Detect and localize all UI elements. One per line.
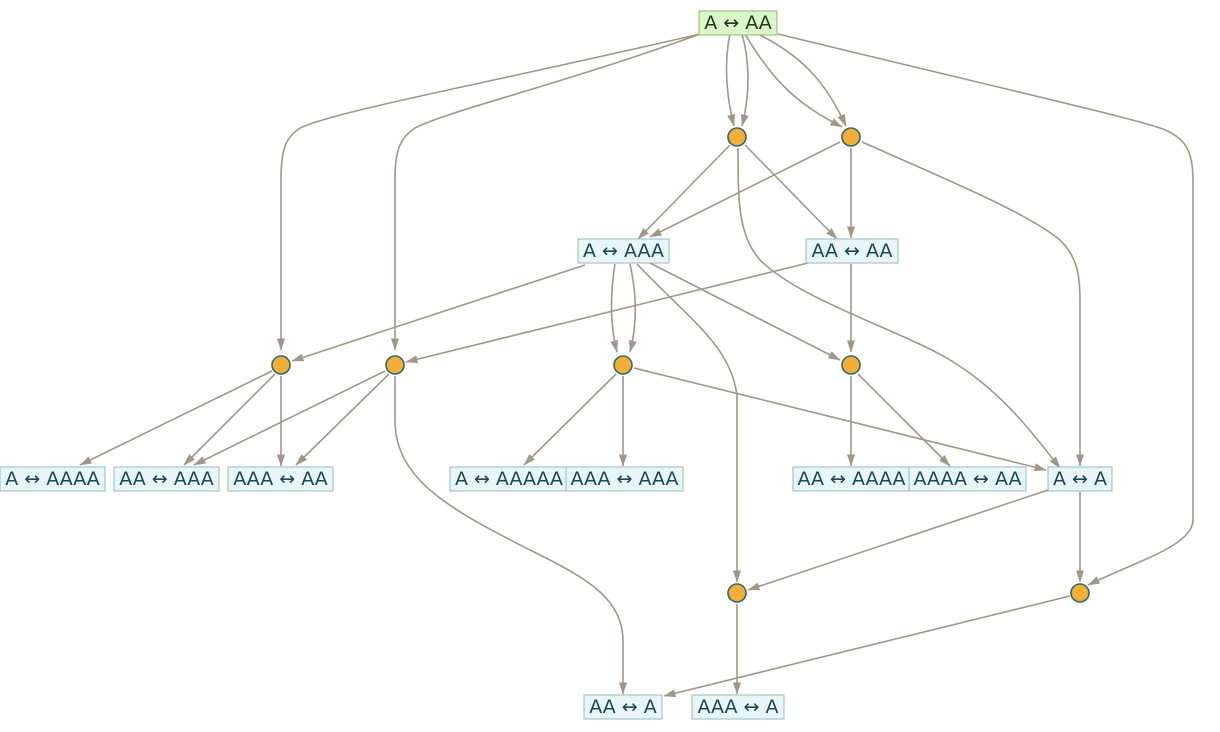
- state-label: A ↔ AAA: [583, 240, 664, 262]
- event-node: [841, 355, 861, 375]
- state-label: AAA ↔ AAA: [570, 468, 678, 490]
- edge: [649, 262, 841, 361]
- edge: [183, 373, 276, 466]
- state-node: A ↔ A: [1047, 466, 1113, 492]
- edge: [757, 33, 847, 127]
- state-label: AAA ↔ AA: [233, 468, 328, 490]
- edge: [740, 33, 749, 127]
- edge: [391, 33, 701, 351]
- state-label: AA ↔ AA: [811, 240, 892, 262]
- edge: [291, 264, 586, 362]
- state-node: AA ↔ AA: [805, 238, 899, 264]
- event-nodes: [271, 127, 1090, 603]
- state-label: A ↔ AA: [704, 12, 772, 34]
- state-node: AAA ↔ A: [691, 694, 785, 720]
- edge: [649, 141, 841, 238]
- state-label: A ↔ AAAAA: [455, 468, 563, 490]
- edge: [747, 489, 1049, 591]
- state-node: AA ↔ AAA: [113, 466, 220, 492]
- edge: [744, 33, 843, 128]
- state-node: AAA ↔ AA: [227, 466, 334, 492]
- state-label: AAA ↔ A: [697, 696, 778, 718]
- state-label: AAAA ↔ AA: [913, 468, 1021, 490]
- state-node: AA ↔ AAAA: [792, 466, 911, 492]
- state-node-root: A ↔ AA: [698, 10, 778, 36]
- state-label: A ↔ AAAA: [5, 468, 100, 490]
- edge: [637, 144, 731, 240]
- state-label: AA ↔ AAAA: [797, 468, 905, 490]
- edge: [405, 262, 809, 364]
- state-label: AA ↔ AAA: [119, 468, 214, 490]
- event-node: [727, 583, 747, 603]
- edge: [725, 33, 736, 127]
- edge: [777, 33, 1194, 586]
- edge: [857, 373, 951, 467]
- edge: [277, 33, 701, 351]
- edge: [193, 370, 386, 466]
- event-node: [385, 355, 405, 375]
- event-node: [1070, 583, 1090, 603]
- event-node: [613, 355, 633, 375]
- edge: [744, 144, 838, 240]
- state-node: A ↔ AAAA: [0, 466, 106, 492]
- state-label: AA ↔ A: [589, 696, 657, 718]
- event-node: [271, 355, 291, 375]
- state-label: A ↔ A: [1053, 468, 1107, 490]
- event-node: [841, 127, 861, 147]
- state-node: A ↔ AAA: [577, 238, 670, 264]
- edge: [79, 370, 273, 466]
- state-node: AAA ↔ AAA: [565, 466, 684, 492]
- edges: [79, 33, 1194, 698]
- edge: [636, 263, 741, 583]
- state-node: AAAA ↔ AA: [908, 466, 1027, 492]
- state-node: AA ↔ A: [583, 694, 663, 720]
- edge: [610, 263, 618, 353]
- state-nodes: A ↔ AA A ↔ AAA AA ↔ AA A ↔ AAAA AA ↔ AAA…: [0, 10, 1113, 720]
- edge: [629, 263, 637, 353]
- state-node: A ↔ AAAAA: [449, 466, 569, 492]
- edge: [861, 141, 1084, 467]
- edge: [633, 367, 1047, 472]
- edge: [663, 595, 1071, 698]
- edge: [523, 373, 617, 466]
- event-node: [727, 127, 747, 147]
- edge: [295, 373, 390, 466]
- edge: [737, 147, 1061, 469]
- edge: [394, 376, 627, 695]
